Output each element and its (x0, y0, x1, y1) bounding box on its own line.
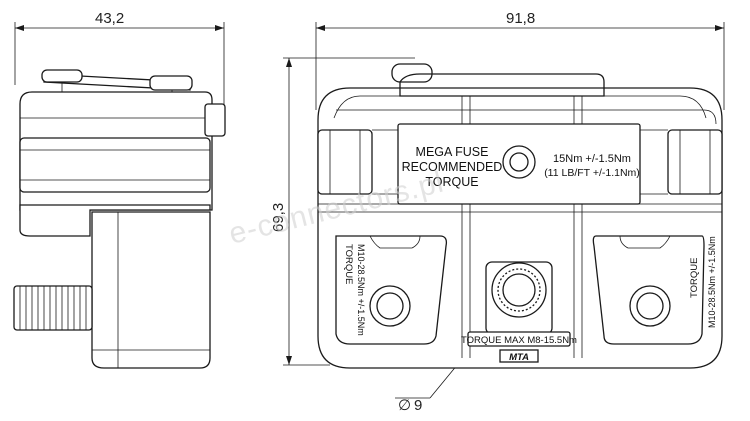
center-stud-label: TORQUE MAX M8-15.5Nm (461, 335, 577, 346)
threaded-stud (13, 285, 93, 331)
center-stud: TORQUE MAX M8-15.5Nm (461, 261, 577, 347)
height-label: 69,3 (270, 203, 287, 232)
brand-logo-text: MTA (509, 352, 529, 363)
diameter-symbol: ∅ (398, 397, 411, 414)
right-terminal-text: TORQUE M10-28.5Nm +/-1.5Nm (689, 236, 717, 328)
dimension-side-width: 43,2 (14, 10, 225, 105)
plate-title-line3: TORQUE (425, 175, 478, 189)
plate-title-line1: MEGA FUSE (416, 145, 489, 159)
left-terminal-text: TORQUE M10-28.5Nm +/-1.5Nm (343, 244, 366, 336)
front-view: MEGA FUSE RECOMMENDED TORQUE 15Nm +/-1.5… (317, 63, 723, 369)
diameter-label: 9 (414, 397, 422, 414)
side-width-label: 43,2 (95, 10, 124, 27)
dimension-front-width: 91,8 (315, 10, 725, 110)
side-view (13, 69, 226, 369)
left-terminal-label: TORQUE (343, 244, 354, 284)
center-torque-plate: MEGA FUSE RECOMMENDED TORQUE 15Nm +/-1.5… (397, 123, 641, 205)
front-width-label: 91,8 (506, 10, 535, 27)
plate-title-line2: RECOMMENDED (402, 160, 503, 174)
brand-logo: MTA (499, 349, 539, 363)
left-terminal: TORQUE M10-28.5Nm +/-1.5Nm (335, 235, 448, 345)
right-terminal: TORQUE M10-28.5Nm +/-1.5Nm (592, 235, 717, 345)
right-terminal-spec: M10-28.5Nm +/-1.5Nm (707, 236, 717, 328)
left-clamp (317, 129, 373, 195)
dimension-height: 69,3 (270, 57, 415, 366)
left-terminal-spec: M10-28.5Nm +/-1.5Nm (356, 244, 366, 336)
plate-torque-line2: (11 LB/FT +/-1.1Nm) (544, 167, 640, 179)
plate-torque-line1: 15Nm +/-1.5Nm (553, 153, 631, 165)
right-terminal-label: TORQUE (689, 258, 700, 298)
right-clamp (667, 129, 723, 195)
